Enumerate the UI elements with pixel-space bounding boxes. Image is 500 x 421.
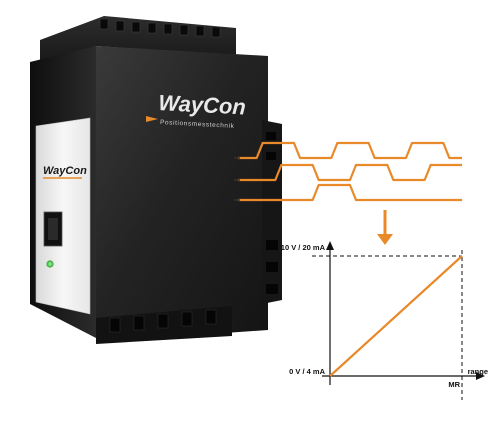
- signal-wave-2: [238, 163, 462, 182]
- right-connector: [262, 120, 282, 304]
- signal-wave-1: [238, 141, 462, 160]
- front-socket-inner: [48, 218, 58, 240]
- terminal-screws-bottom: [109, 309, 217, 333]
- status-led: [46, 260, 54, 268]
- brand-arrow: [146, 116, 158, 122]
- x-axis-label: range: [468, 367, 488, 376]
- output-characteristic-chart: 10 V / 20 mA 0 V / 4 mA range MR: [281, 241, 488, 400]
- brand-main: WayCon: [158, 90, 247, 120]
- brand-tagline: Positionsmesstechnik: [160, 119, 235, 130]
- x-axis-arrowhead: [476, 372, 485, 380]
- y-tick-bottom: 0 V / 4 mA: [289, 367, 325, 376]
- chart-series: [329, 255, 463, 377]
- brand-front: WayCon: [43, 165, 87, 177]
- y-tick-top: 10 V / 20 mA: [281, 243, 326, 252]
- terminal-screws-top: [99, 18, 221, 38]
- y-axis-arrowhead: [326, 241, 334, 250]
- conversion-arrow: [377, 210, 393, 245]
- digital-signals: [234, 141, 462, 202]
- right-connector-slots: [266, 132, 278, 294]
- series-line-1: [329, 255, 463, 377]
- housing-face: [96, 46, 268, 342]
- x-tick-mr: MR: [448, 380, 460, 389]
- signal-wave-3: [238, 183, 462, 202]
- device-housing: WayCon WayCon Positionsmesstechnik: [30, 16, 282, 344]
